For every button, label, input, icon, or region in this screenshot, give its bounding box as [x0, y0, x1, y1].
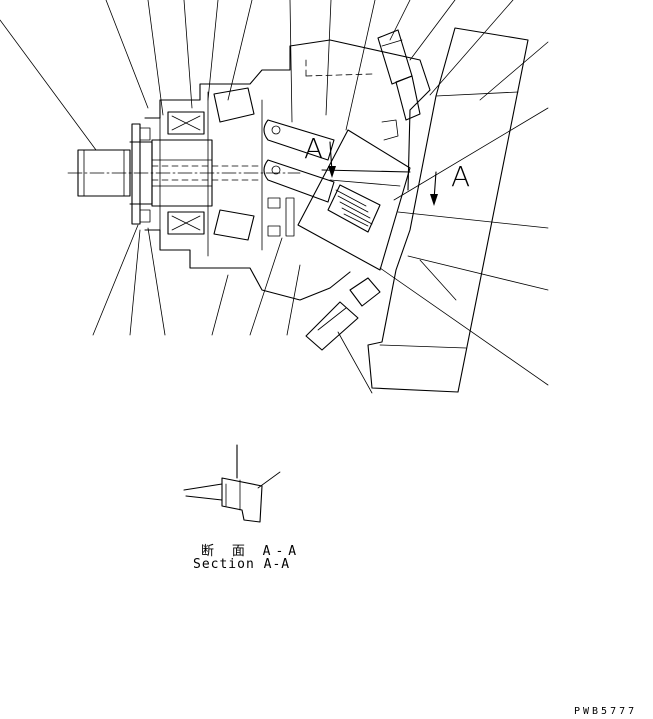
- piston-mid: [263, 159, 335, 203]
- leader-line: [345, 0, 376, 131]
- leader-line: [286, 264, 301, 336]
- housing-outline-bottom: [144, 229, 351, 301]
- leader-line: [379, 267, 549, 386]
- housing-outline-top: [144, 39, 431, 191]
- leader-line: [407, 255, 549, 291]
- leader-line: [227, 0, 253, 101]
- end-cover-outline: [367, 27, 529, 393]
- spring-coils: [335, 189, 373, 227]
- tapered-roller-top: [213, 87, 255, 123]
- tapered-roller-bottom: [213, 209, 255, 241]
- leader-line: [289, 0, 293, 123]
- pistons: [263, 119, 335, 237]
- spring-housing: [327, 184, 381, 233]
- detail-caption-japanese: 断 面 A-A: [201, 544, 302, 559]
- leader-line: [429, 0, 514, 96]
- front-bearing: [167, 111, 205, 235]
- leader-line: [211, 274, 229, 336]
- detail-plug: [221, 477, 263, 523]
- front-cover: [131, 39, 431, 301]
- leader-line: [479, 41, 549, 101]
- cylinder-block-body: [297, 129, 411, 271]
- leader-line: [397, 211, 549, 229]
- section-arrows: [328, 141, 438, 206]
- leader-line: [207, 0, 219, 101]
- drawing-number: PWB5777: [574, 706, 638, 717]
- bearing-bottom: [167, 211, 205, 235]
- section-mark-right: A: [451, 160, 471, 193]
- leader-line: [147, 227, 166, 336]
- leader-line: [0, 19, 97, 151]
- rear-bearing: [207, 87, 263, 257]
- leader-line: [389, 0, 411, 41]
- plug-bottom-body: [305, 301, 359, 351]
- plug-bottom-stem: [349, 277, 381, 307]
- leader-line: [337, 331, 373, 394]
- leader-line: [325, 0, 332, 116]
- detail-caption-english: Section A-A: [193, 557, 291, 572]
- drive-flange: [151, 139, 263, 207]
- leader-line: [409, 0, 456, 61]
- cylinder-block: [297, 119, 411, 271]
- leader-lines: [0, 0, 549, 394]
- output-shaft: [67, 141, 301, 205]
- oil-seal: [131, 123, 141, 225]
- end-cover: [367, 27, 529, 393]
- port-plug-bottom: [305, 277, 381, 351]
- leader-line: [147, 0, 164, 116]
- section-a-a-detail: [183, 444, 281, 523]
- flange-body: [151, 139, 213, 207]
- leader-line: [393, 107, 549, 201]
- leader-line: [183, 0, 193, 109]
- plug-top-stem: [395, 75, 421, 121]
- leader-line: [249, 237, 283, 336]
- leader-line: [105, 0, 149, 109]
- port-plug-top: [305, 29, 421, 121]
- leader-line: [92, 224, 139, 336]
- leader-line: [129, 229, 141, 336]
- section-mark-left: A: [304, 132, 324, 165]
- piston-top: [263, 119, 335, 161]
- bearing-top: [167, 111, 205, 135]
